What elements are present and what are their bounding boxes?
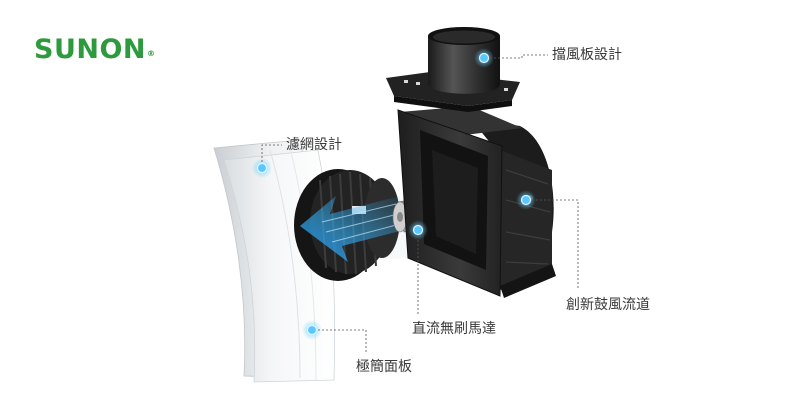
callout-airflow: 創新鼓風流道: [566, 297, 650, 313]
hotspot-motor: [408, 220, 428, 240]
airflow-arrow: [300, 196, 404, 262]
callout-motor: 直流無刷馬達: [412, 321, 496, 337]
leader-line-damper: [490, 54, 548, 59]
hotspot-airflow: [516, 190, 536, 210]
duct-damper: [386, 27, 520, 112]
leader-line-airflow: [532, 199, 579, 290]
callout-filter: 濾網設計: [286, 137, 342, 153]
hotspot-damper: [474, 48, 494, 68]
leader-line-filter: [261, 144, 282, 162]
fan-housing: [397, 106, 556, 298]
leader-line-panel: [318, 329, 367, 352]
callout-panel: 極簡面板: [356, 359, 412, 375]
brand-name: SUNON: [34, 34, 147, 65]
callout-damper: 擋風板設計: [552, 47, 622, 63]
hotspot-panel: [302, 320, 322, 340]
leader-lines: [261, 54, 579, 352]
registered-mark: ®: [147, 49, 156, 58]
hotspot-filter: [252, 158, 272, 178]
brand-logo: SUNON®: [34, 36, 156, 63]
